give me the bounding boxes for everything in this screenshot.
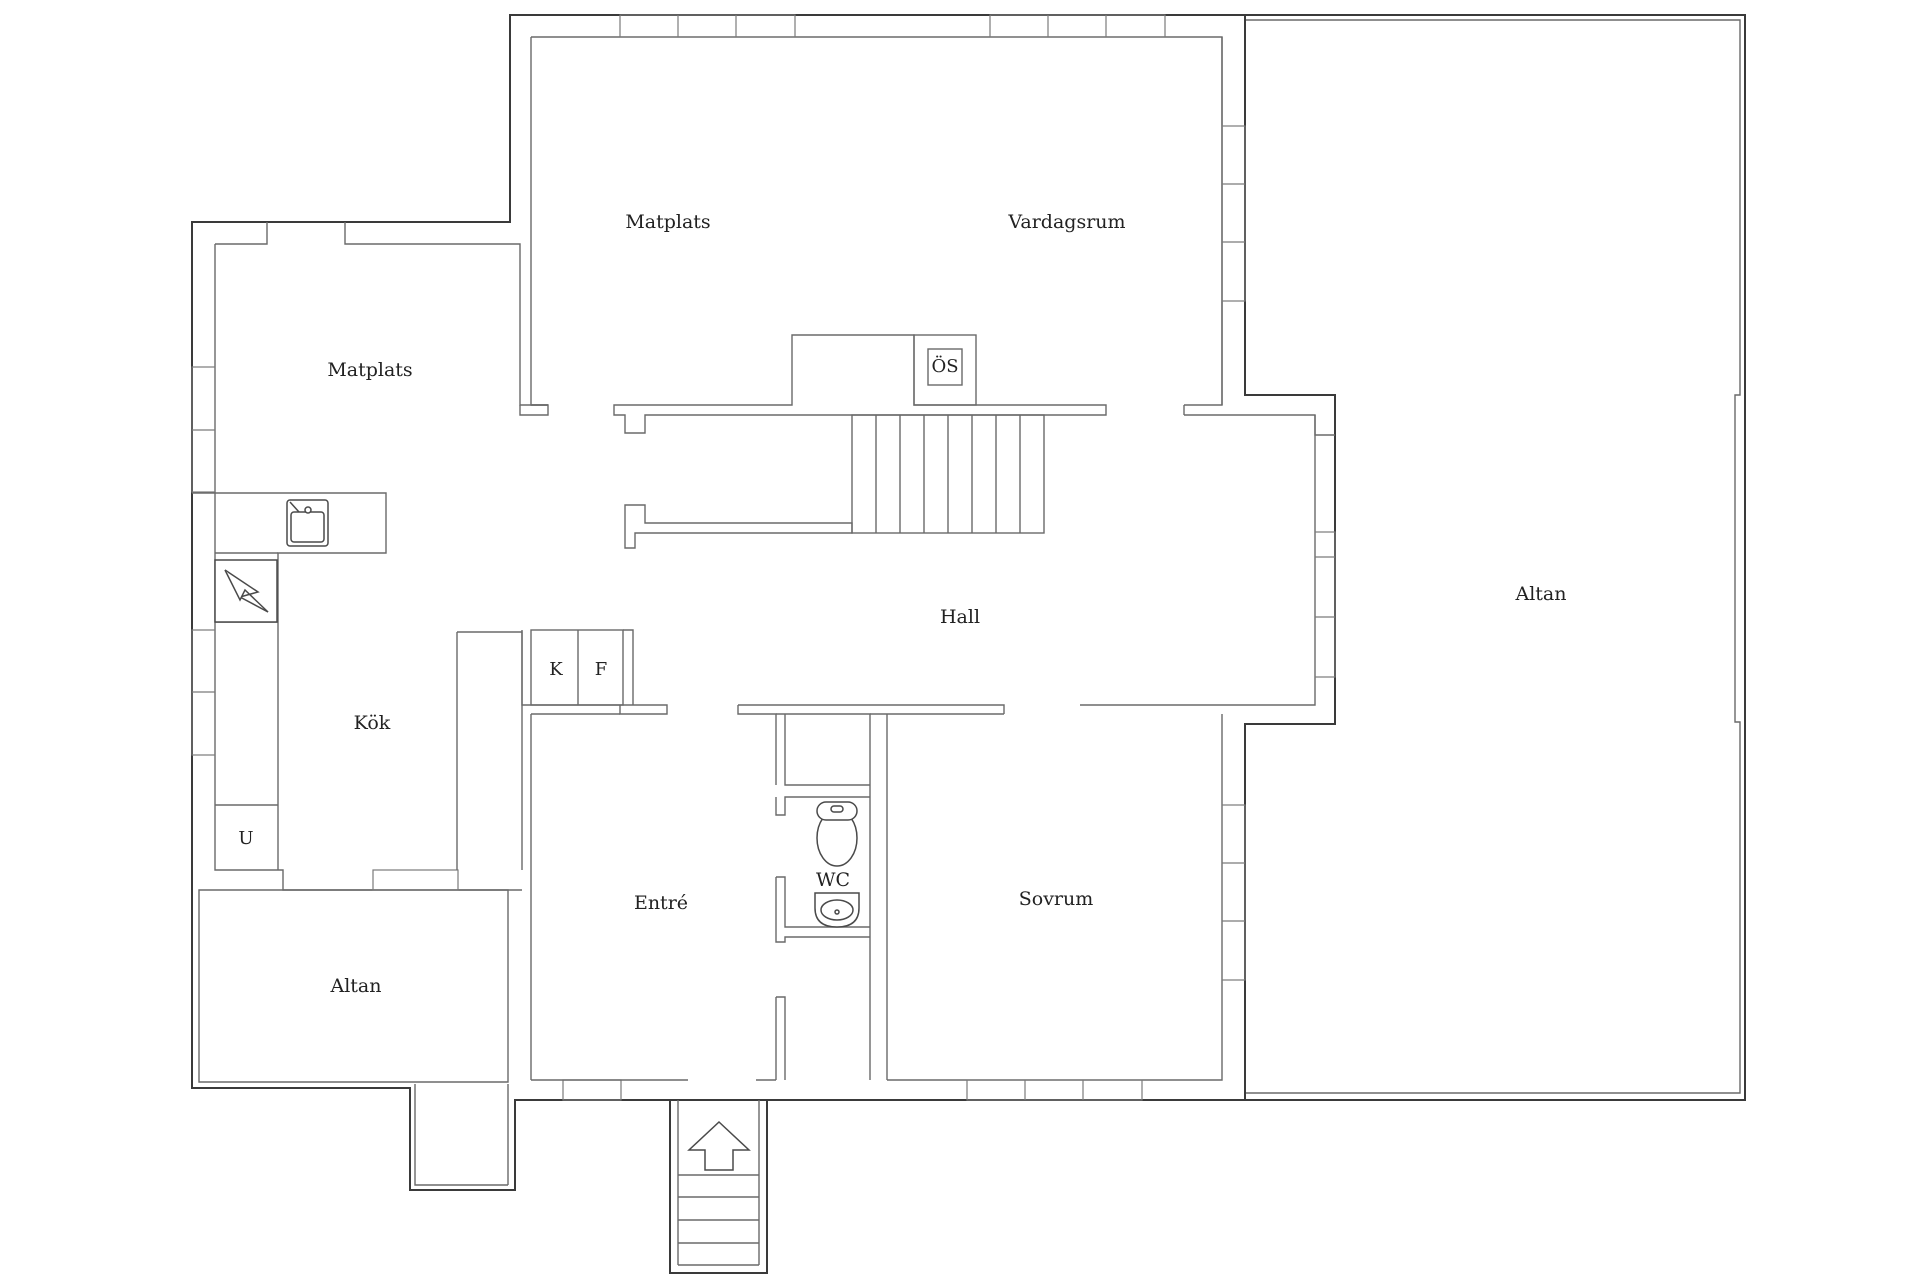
room-label-hall: Hall (940, 606, 980, 628)
fixture-label-k: K (549, 659, 563, 680)
toilet-icon (816, 801, 858, 867)
fixture-label-os: ÖS (931, 354, 958, 377)
room-label-kok: Kök (354, 712, 391, 734)
room-label-vardagsrum: Vardagsrum (1007, 211, 1125, 233)
room-labels: Matplats Vardagsrum Matplats Kök Hall Al… (238, 211, 1566, 997)
fixture-label-u: U (238, 828, 253, 849)
east-wall (886, 15, 1336, 1100)
stove-icon (214, 559, 278, 623)
room-label-entre: Entré (634, 892, 688, 914)
room-label-sovrum: Sovrum (1019, 888, 1094, 910)
room-label-matplats-top: Matplats (625, 211, 710, 233)
outer-walls (191, 14, 1746, 1191)
room-label-altan-large: Altan (1515, 583, 1567, 605)
fixture-label-f: F (595, 659, 608, 680)
sink-icon (286, 499, 329, 547)
staircase-icon (851, 414, 1045, 534)
entry-steps (669, 1100, 768, 1274)
room-label-matplats-left: Matplats (327, 359, 412, 381)
room-label-altan-small: Altan (330, 975, 382, 997)
entrance-arrow-icon (687, 1120, 751, 1171)
windows (191, 14, 1336, 1101)
washbasin-icon (814, 892, 860, 928)
room-label-wc: WC (816, 869, 850, 891)
interior-walls (192, 334, 1185, 1081)
